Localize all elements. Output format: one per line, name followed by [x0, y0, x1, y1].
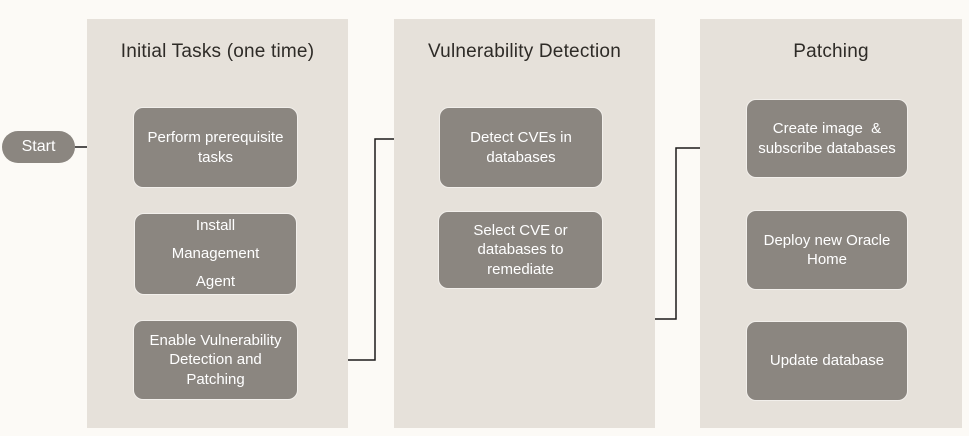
panel-title-patching: Patching — [793, 41, 869, 62]
start-node: Start — [2, 131, 75, 163]
start-node-label: Start — [21, 138, 56, 155]
node-detect-cves-in-databases: Detect CVEs in databases — [439, 107, 603, 188]
node-deploy-new-oracle-home: Deploy new Oracle Home — [746, 210, 908, 290]
node-select-cve-or-databases-to-remediate: Select CVE or databases to remediate — [438, 211, 603, 289]
panel-title-initial-tasks: Initial Tasks (one time) — [120, 41, 315, 62]
panel-title-vulnerability-detection: Vulnerability Detection — [428, 41, 621, 62]
node-install-management-agent: Install Management Agent — [134, 213, 297, 295]
node-perform-prerequisite-tasks: Perform prerequisite tasks — [133, 107, 298, 188]
node-enable-vulnerability-detection-patching: Enable Vulnerability Detection and Patch… — [133, 320, 298, 400]
node-update-database: Update database — [746, 321, 908, 401]
node-create-image-subscribe-databases: Create image & subscribe databases — [746, 99, 908, 178]
